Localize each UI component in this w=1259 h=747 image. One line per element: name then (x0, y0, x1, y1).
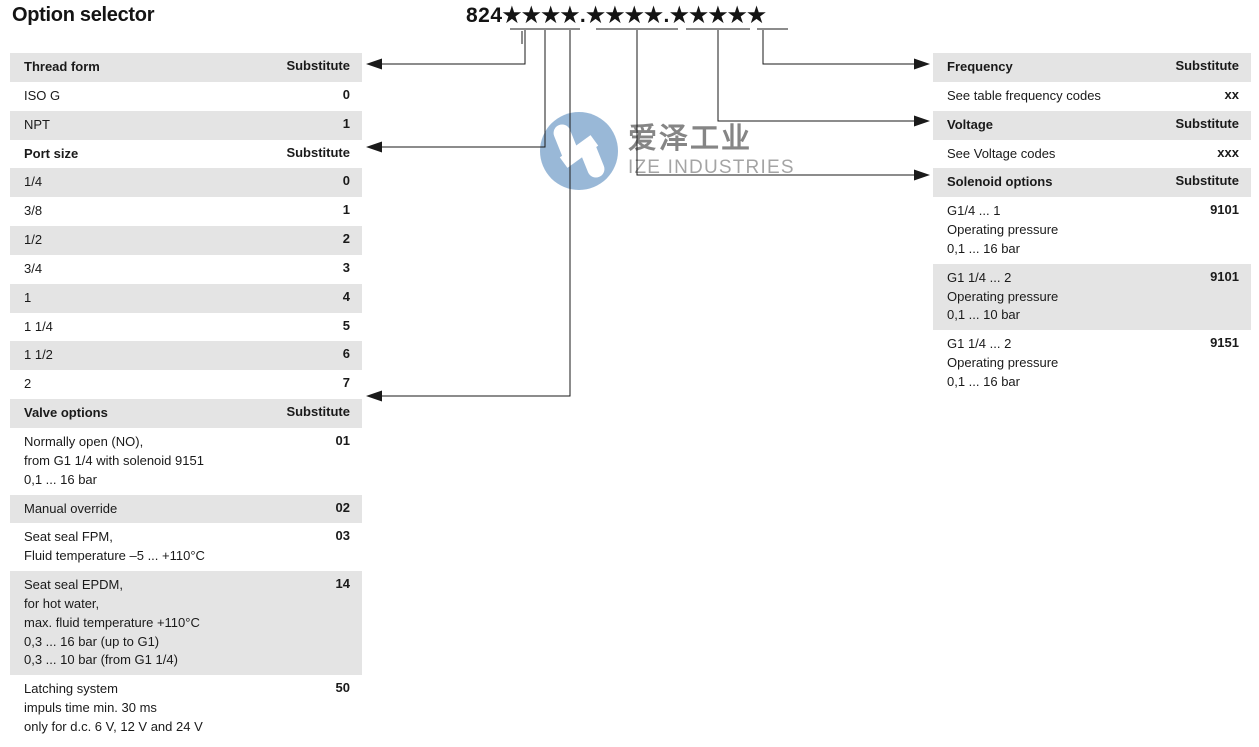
left-table-row-substitute: 0 (342, 173, 350, 189)
left-table-row-label: Latching system impuls time min. 30 ms o… (24, 681, 203, 734)
right-table-row-substitute: Substitute (1175, 173, 1239, 189)
left-table-row-substitute: Substitute (286, 144, 350, 160)
right-table-row-substitute: 9151 (1210, 335, 1239, 351)
left-table-row-substitute: 01 (335, 432, 350, 448)
left-table-row: ISO G 0 (10, 81, 362, 111)
left-table-row-label: Seat seal FPM, Fluid temperature –5 ... … (24, 529, 205, 564)
left-table-row: 1/4 0 (10, 168, 362, 198)
right-table-row-label: G1 1/4 ... 2 Operating pressure 0,1 ... … (947, 269, 1059, 323)
right-table-section-header: Voltage Substitute (933, 110, 1251, 140)
order-code: 824★★★★.★★★★.★★★★★ (466, 4, 767, 27)
page-title: Option selector (12, 4, 155, 26)
right-table-row-label: Solenoid options (947, 174, 1053, 190)
right-table-row: See Voltage codes xxx (933, 139, 1251, 169)
left-table-row: Seat seal EPDM, for hot water, max. flui… (10, 571, 362, 676)
left-table-row-substitute: 2 (342, 231, 350, 247)
left-table-row-substitute: 14 (335, 576, 350, 592)
left-table-row-label: 1 (24, 289, 32, 305)
right-table-row-label: See Voltage codes (947, 145, 1056, 161)
watermark-chinese: 爱泽工业 (628, 123, 753, 155)
ize-logo-icon (540, 112, 618, 190)
left-table-section-header: Port size Substitute (10, 139, 362, 169)
left-table-row-label: 1 1/4 (24, 318, 53, 334)
left-table-row: 1/2 2 (10, 226, 362, 255)
right-table-section-header: Solenoid options Substitute (933, 168, 1251, 198)
left-table-section-header: Thread form Substitute (10, 53, 362, 82)
left-table-row: Seat seal FPM, Fluid temperature –5 ... … (10, 523, 362, 572)
left-table-row: Normally open (NO), from G1 1/4 with sol… (10, 427, 362, 495)
right-table-row-label: Voltage (947, 116, 993, 132)
left-table-row: NPT 1 (10, 110, 362, 140)
left-table-row: Manual override 02 (10, 494, 362, 524)
left-table-row-label: Seat seal EPDM, for hot water, max. flui… (24, 577, 200, 668)
right-table-row-substitute: Substitute (1175, 115, 1239, 131)
right-table-row-substitute: Substitute (1175, 58, 1239, 73)
left-table-row-substitute: Substitute (286, 404, 350, 420)
left-table-row-substitute: 4 (342, 288, 350, 304)
right-table-row-label: G1 1/4 ... 2 Operating pressure 0,1 ... … (947, 336, 1059, 389)
left-table-row-label: Thread form (24, 59, 100, 74)
left-table-row: Latching system impuls time min. 30 ms o… (10, 675, 362, 742)
right-table-row-label: G1/4 ... 1 Operating pressure 0,1 ... 16… (947, 203, 1059, 256)
watermark-english: IZE INDUSTRIES (628, 157, 795, 178)
right-table-row: G1/4 ... 1 Operating pressure 0,1 ... 16… (933, 197, 1251, 264)
right-table-row-substitute: 9101 (1210, 268, 1239, 284)
left-table-row: 1 1/4 5 (10, 312, 362, 342)
left-table-row-substitute: 03 (335, 528, 350, 544)
left-table-row-substitute: 1 (342, 115, 350, 131)
left-table-row-label: Port size (24, 145, 79, 161)
left-table-row-substitute: 6 (342, 346, 350, 362)
right-table-row-substitute: xxx (1217, 144, 1239, 160)
right-table-row-label: See table frequency codes (947, 87, 1101, 103)
left-table-row-label: Manual override (24, 500, 118, 516)
right-table-row-label: Frequency (947, 59, 1013, 74)
left-table-row: 1 1/2 6 (10, 341, 362, 371)
left-table-row: 3/8 1 (10, 197, 362, 227)
right-table-row: See table frequency codes xx (933, 81, 1251, 111)
left-table-row-label: NPT (24, 116, 50, 132)
watermark-text: 爱泽工业 IZE INDUSTRIES (628, 123, 795, 178)
right-table-row: G1 1/4 ... 2 Operating pressure 0,1 ... … (933, 330, 1251, 397)
left-table-row-label: Valve options (24, 405, 108, 421)
left-table-row-substitute: 1 (342, 202, 350, 218)
left-table-row-label: 3/4 (24, 260, 43, 276)
left-table-row: 3/4 3 (10, 254, 362, 284)
left-table-row-label: Normally open (NO), from G1 1/4 with sol… (24, 433, 204, 487)
left-table-row-substitute: 50 (335, 680, 350, 696)
left-table-row-substitute: 0 (342, 86, 350, 102)
right-table-row-substitute: xx (1224, 86, 1239, 102)
right-table-row: G1 1/4 ... 2 Operating pressure 0,1 ... … (933, 263, 1251, 331)
left-table-row-substitute: 7 (342, 375, 350, 391)
left-table-row-substitute: 5 (342, 317, 350, 333)
left-table-row-label: 1 1/2 (24, 347, 53, 363)
left-table-row-label: ISO G (24, 87, 61, 103)
left-table-row-label: 1/4 (24, 174, 43, 190)
right-table-section-header: Frequency Substitute (933, 53, 1251, 82)
left-table-section-header: Valve options Substitute (10, 399, 362, 428)
left-table-row-substitute: Substitute (286, 58, 350, 73)
watermark: 爱泽工业 IZE INDUSTRIES (540, 112, 795, 190)
left-table-row-label: 2 (24, 376, 32, 392)
left-table-row-label: 1/2 (24, 232, 43, 248)
left-table-row-substitute: 3 (342, 259, 350, 275)
right-table-row-substitute: 9101 (1210, 202, 1239, 218)
arrow-heads (366, 58, 930, 402)
left-table-row-label: 3/8 (24, 203, 43, 219)
left-table-row-substitute: 02 (335, 499, 350, 515)
